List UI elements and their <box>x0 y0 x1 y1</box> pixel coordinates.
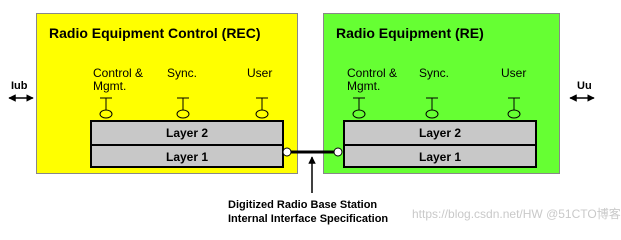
re-sap-user: User <box>501 66 527 80</box>
re-layer-stack: Layer 2 Layer 1 <box>343 120 537 168</box>
re-layer-2: Layer 2 <box>345 122 535 146</box>
re-title: Radio Equipment (RE) <box>336 25 484 41</box>
re-layer-1: Layer 1 <box>418 150 462 164</box>
rec-layer-1: Layer 1 <box>165 150 209 164</box>
iub-label: Iub <box>11 80 28 92</box>
rec-sap-sync: Sync. <box>167 66 198 80</box>
re-sap-symbols <box>352 97 521 119</box>
re-port-icon <box>333 147 343 157</box>
interface-caption: Digitized Radio Base Station Internal In… <box>228 198 388 226</box>
rec-title: Radio Equipment Control (REC) <box>49 25 261 41</box>
watermark: https://blog.csdn.net/HW @51CTO博客 <box>412 207 621 221</box>
caption-line-1: Digitized Radio Base Station <box>228 199 378 211</box>
rec-sap-symbols <box>99 97 269 119</box>
uu-label: Uu <box>577 80 592 92</box>
connector-overlay <box>8 94 595 193</box>
rec-sap-user: User <box>247 66 273 80</box>
re-sap-control-mgmt: Control &Mgmt. <box>347 66 398 93</box>
rec-layer-2: Layer 2 <box>92 122 282 146</box>
rec-port-icon <box>282 147 292 157</box>
rec-sap-control-mgmt: Control &Mgmt. <box>93 66 144 93</box>
rec-layer-stack: Layer 2 Layer 1 <box>90 120 284 168</box>
re-sap-sync: Sync. <box>419 66 450 80</box>
re-block: Radio Equipment (RE) Control &Mgmt. Sync… <box>323 13 560 174</box>
caption-line-2: Internal Interface Specification <box>228 213 389 225</box>
rec-block: Radio Equipment Control (REC) Control &M… <box>36 13 298 174</box>
